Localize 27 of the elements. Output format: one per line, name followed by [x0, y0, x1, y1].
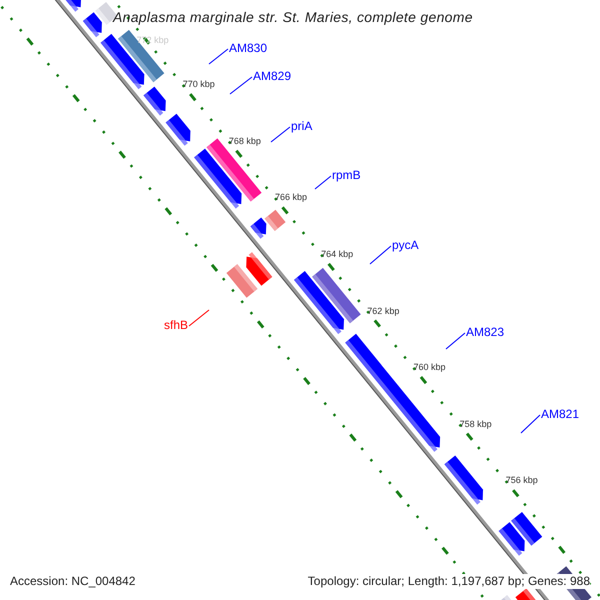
map-title: Anaplasma marginale str. St. Maries, complete genome — [113, 9, 473, 26]
tick-label: 762 kbp — [367, 306, 400, 316]
tick-label: 758 kbp — [460, 418, 492, 430]
gene-label: AM821 — [541, 407, 580, 421]
genome-summary-text: Topology: circular; Length: 1,197,687 bp; Genes: 988 — [308, 574, 590, 589]
gene-label: priA — [291, 119, 312, 133]
tick-label: 770 kbp — [182, 79, 215, 90]
gene-label: AM829 — [253, 69, 292, 83]
gene-label: AM823 — [466, 325, 504, 339]
leader-line — [270, 126, 290, 142]
leader-line — [230, 76, 252, 94]
leader-line — [370, 246, 392, 264]
gene-label: rpmB — [332, 168, 361, 182]
tick-label: 756 kbp — [506, 475, 538, 486]
leader-line — [520, 414, 540, 434]
leader-line — [208, 48, 228, 64]
gene-label: pycA — [392, 238, 419, 252]
tick-label: 766 kbp — [275, 192, 308, 204]
leader-line — [314, 176, 332, 190]
gene-label: AM830 — [229, 41, 268, 55]
tick-label: 764 kbp — [321, 248, 354, 260]
tick-label: 760 kbp — [413, 362, 446, 374]
accession-text: Accession: NC_004842 — [10, 574, 136, 589]
leader-line — [446, 332, 466, 350]
tick-label: 768 kbp — [228, 136, 261, 147]
gene-label: sfhB — [164, 318, 188, 332]
leader-line — [188, 310, 210, 326]
